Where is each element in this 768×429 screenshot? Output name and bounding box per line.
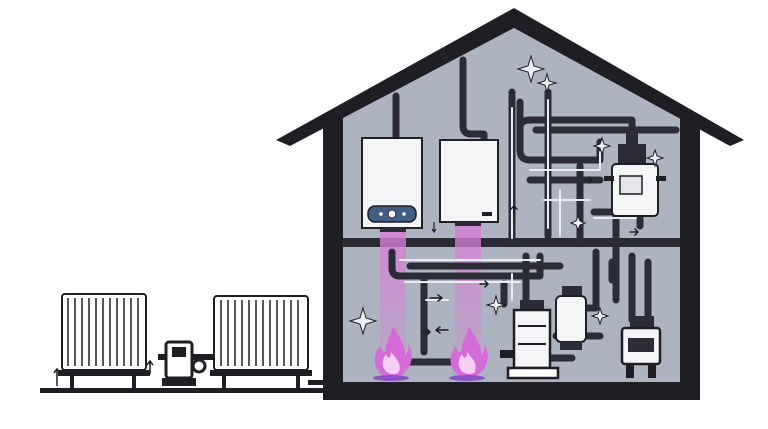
wall-boiler-left xyxy=(361,137,423,232)
flame-icon xyxy=(373,326,412,381)
supply-pipe xyxy=(308,380,332,385)
ground-line xyxy=(40,388,330,393)
radiator-left xyxy=(53,293,150,388)
valve-assembly-icon xyxy=(500,300,560,380)
circulation-pump-icon xyxy=(158,340,214,386)
lower-right-boiler xyxy=(620,316,662,378)
house-outline-icon xyxy=(276,8,744,400)
sparkle-icon xyxy=(590,306,610,326)
sparkle-icon xyxy=(485,294,507,316)
sparkle-icon xyxy=(348,306,378,336)
radiator-icon xyxy=(58,293,150,388)
arrow-down-icon xyxy=(431,222,437,234)
water-heater xyxy=(431,139,499,234)
sparkle-icon xyxy=(592,136,612,156)
expansion-tank-upper xyxy=(604,128,666,217)
flame-left xyxy=(373,326,412,381)
arrow-up-icon xyxy=(146,359,154,374)
sparkles xyxy=(348,54,665,336)
sparkle-icon xyxy=(516,54,546,84)
radiator-icon xyxy=(210,295,312,388)
radiator-middle xyxy=(210,295,332,388)
expansion-tank-icon xyxy=(555,286,587,350)
pipe-network xyxy=(388,56,680,366)
lower-tank xyxy=(555,286,587,350)
sparkle-icon xyxy=(536,72,558,94)
wall-boiler-icon xyxy=(361,137,423,232)
arrow-up-icon xyxy=(53,367,61,386)
sparkle-icon xyxy=(645,148,665,168)
wall-boiler-icon xyxy=(620,316,662,378)
circulation-pump xyxy=(146,340,214,386)
flame-icon xyxy=(449,326,488,381)
valve-assembly xyxy=(500,300,560,380)
water-heater-icon xyxy=(439,139,499,226)
sparkle-icon xyxy=(569,214,587,232)
flame-right xyxy=(449,326,488,381)
expansion-tank-icon xyxy=(604,128,666,217)
